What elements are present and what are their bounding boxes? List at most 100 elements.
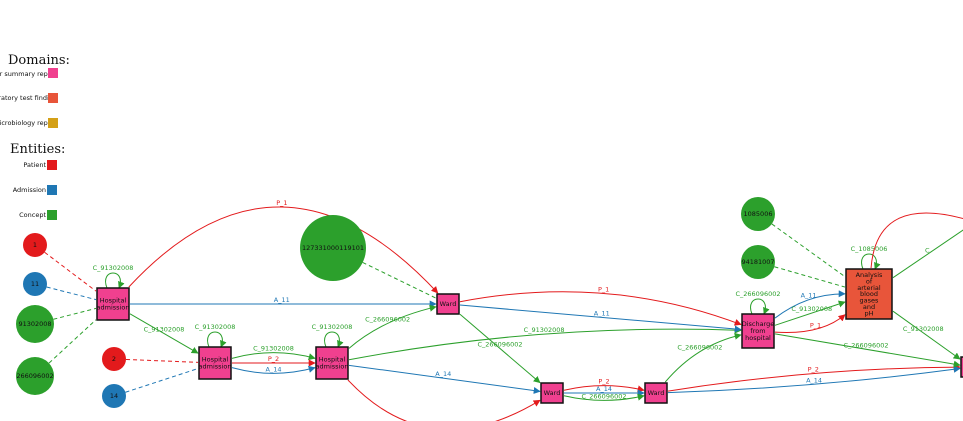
legend-domains-title: Domains: (8, 53, 70, 68)
report-node-box (436, 293, 460, 315)
graph-edge (563, 385, 645, 393)
report-node-box (644, 382, 668, 404)
graph-edge (861, 253, 881, 270)
graph-edge (348, 326, 742, 361)
entity-node-circle (741, 197, 775, 231)
graph-edge (128, 206, 439, 294)
edge-label: C_91302008 (791, 305, 832, 313)
legend-entity-item: Admission (13, 185, 57, 195)
edge-label: C_266096002 (843, 341, 888, 349)
graph-edge (231, 365, 316, 374)
graph-edge (44, 251, 97, 292)
edge-label: C_91302008 (312, 323, 353, 331)
graph-edge (870, 212, 963, 269)
entity-node-circle (102, 384, 126, 408)
entity-node[interactable]: 1085006 (741, 197, 775, 231)
graph-edge (129, 313, 199, 354)
edge-label: C_91302008 (253, 345, 294, 353)
graph-edge (664, 332, 742, 383)
legend-entity-label: Admission (13, 186, 46, 194)
edge-label: A_14 (806, 376, 822, 384)
edge-label: C_266096002 (677, 344, 722, 352)
node-label: of (866, 277, 873, 285)
graph-edge (347, 379, 541, 421)
node-label: 266096002 (16, 372, 53, 380)
graph-edge (459, 304, 742, 333)
node-label: and (863, 303, 875, 311)
legend-domain-swatch (48, 68, 58, 78)
node-label: Ward (648, 389, 665, 397)
edge-label: C_266096002 (581, 392, 626, 400)
graph-edge (348, 304, 437, 349)
entity-node[interactable]: 127331000119101 (300, 215, 366, 281)
report-node[interactable]: Ward (644, 382, 668, 404)
legend-entity-item: Concept (19, 210, 57, 220)
edge-label: A_11 (274, 296, 290, 304)
graph-edge (667, 363, 961, 392)
report-node[interactable]: Ward (540, 382, 564, 404)
graph-edge (563, 393, 645, 401)
graph-edge (892, 229, 963, 279)
entity-node[interactable]: 1 (23, 233, 47, 257)
graph-edge (774, 314, 846, 334)
legend-domain-label: Microbiology report (0, 119, 57, 127)
node-label: Discharge (742, 320, 775, 328)
graph-edge (892, 310, 961, 360)
entity-node[interactable]: 11 (23, 272, 47, 296)
legend: Domains: Transfer summary report Laborat… (0, 53, 70, 220)
node-label: 1 (33, 241, 37, 249)
report-node[interactable]: Ward (436, 293, 460, 315)
entity-node-circle (23, 272, 47, 296)
edge-label: P_2 (808, 366, 819, 374)
entity-node[interactable]: 266096002 (16, 357, 54, 395)
edge-label: P_2 (268, 355, 279, 363)
edge-label: P_1 (598, 285, 609, 293)
edge-label: C_91302008 (195, 323, 236, 331)
node-label: blood (860, 290, 878, 298)
entity-node[interactable]: 14 (102, 384, 126, 408)
node-layer: 1119130200826609600221412733100011910110… (16, 197, 963, 408)
report-node-box (198, 346, 232, 380)
node-label: Hospital (202, 356, 229, 364)
entity-node-circle (102, 347, 126, 371)
node-label: arterial (857, 284, 881, 292)
node-label: 2 (112, 355, 116, 363)
entity-node[interactable]: 94181007 (741, 245, 775, 279)
graph-edge (774, 266, 846, 288)
edge-label: C_266096002 (365, 315, 410, 323)
node-label: 1085006 (744, 210, 773, 218)
entity-node[interactable]: 91302008 (16, 305, 54, 343)
node-label: admission (316, 363, 349, 371)
graph-edge (105, 272, 125, 289)
report-node[interactable] (960, 356, 963, 378)
report-node-box (960, 356, 963, 378)
node-label: 91302008 (18, 320, 51, 328)
legend-domain-swatch (48, 118, 58, 128)
edge-label: C_91302008 (93, 264, 134, 272)
graph-edge (362, 261, 437, 299)
graph-edge (324, 331, 344, 348)
report-node-box (540, 382, 564, 404)
edge-label: A_14 (596, 385, 612, 393)
legend-entity-swatch (47, 210, 57, 220)
graph-edge (667, 365, 961, 394)
edge-label: A_14 (435, 370, 451, 378)
legend-domain-item: Transfer summary report (0, 68, 58, 78)
node-label: Hospital (100, 297, 127, 305)
legend-domain-label: Laboratory test finding (0, 94, 57, 102)
edge-label: C_91302008 (524, 326, 565, 334)
edge-label: C_1085006 (851, 245, 888, 253)
entity-node[interactable]: 2 (102, 347, 126, 371)
entity-node-circle (16, 305, 54, 343)
edge-label: C (925, 246, 930, 254)
node-label: Ward (544, 389, 561, 397)
node-label: Analysis (856, 271, 883, 279)
